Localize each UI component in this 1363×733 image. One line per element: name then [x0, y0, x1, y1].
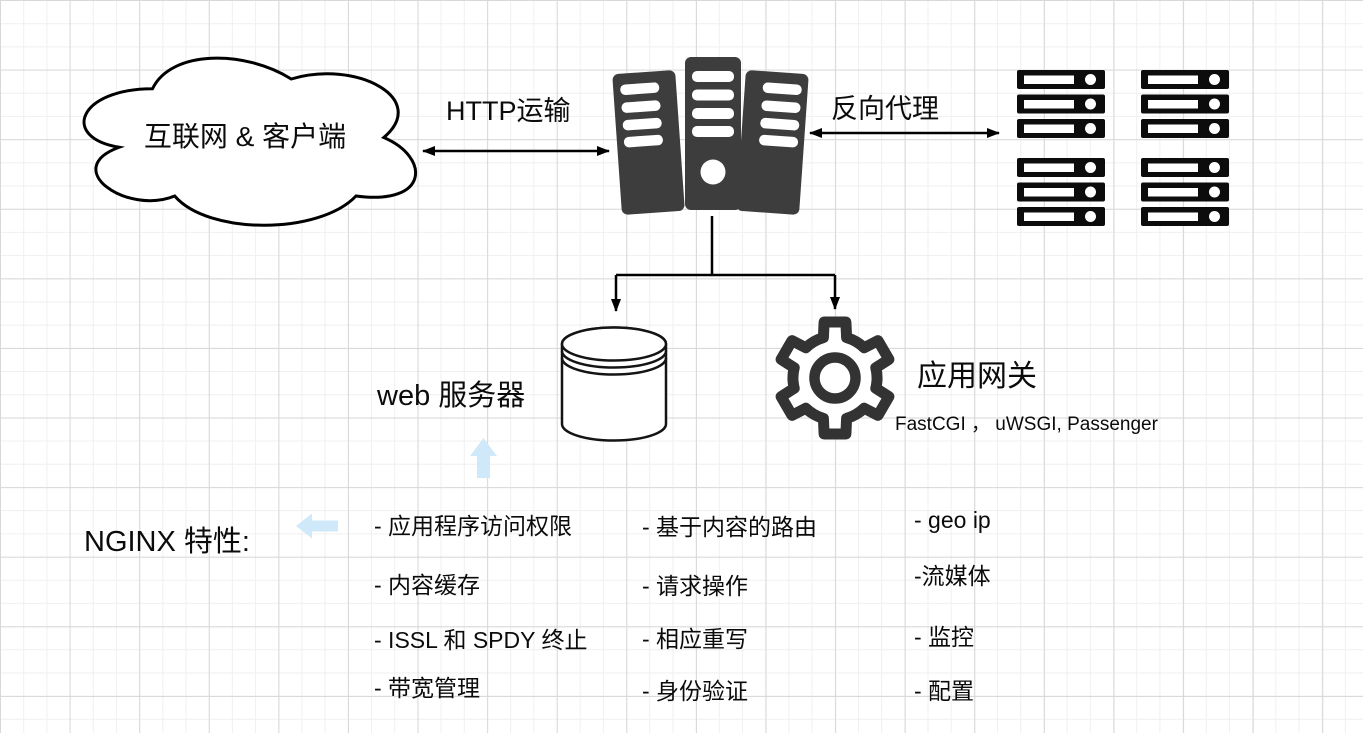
http-transport-label: HTTP运输	[446, 96, 571, 126]
feature-item: - 带宽管理	[374, 675, 481, 701]
cloud-label: 互联网 & 客户端	[143, 121, 347, 153]
feature-item: - 基于内容的路由	[642, 514, 818, 540]
feature-item: - geo ip	[914, 507, 991, 533]
reverse-proxy-label: 反向代理	[831, 94, 939, 124]
server-rack-icon	[1017, 70, 1105, 138]
app-gateway-sublabel: FastCGI ， uWSGI, Passenger	[895, 414, 1158, 435]
database-cylinder-icon	[560, 326, 668, 442]
feature-item: - 身份验证	[642, 678, 749, 704]
feature-item: -流媒体	[914, 563, 991, 589]
server-towers-icon	[612, 57, 809, 215]
server-rack-icon	[1141, 70, 1229, 138]
branch-connector	[616, 216, 835, 277]
cloud-shape	[82, 56, 418, 227]
gear-icon	[775, 316, 895, 440]
feature-item: - 应用程序访问权限	[374, 513, 573, 539]
feature-item: - ISSL 和 SPDY 终止	[374, 627, 588, 653]
features-title: NGINX 特性:	[84, 526, 250, 558]
feature-item: - 相应重写	[642, 626, 749, 652]
feature-item: - 配置	[914, 678, 975, 704]
web-server-label: web 服务器	[377, 380, 526, 412]
feature-item: - 监控	[914, 624, 975, 650]
internet-cloud-node: 互联网 & 客户端	[58, 38, 432, 237]
light-blue-left-arrow-icon	[296, 513, 338, 539]
server-rack-icon	[1017, 158, 1105, 226]
server-rack-icon	[1141, 158, 1229, 226]
feature-item: - 内容缓存	[374, 572, 481, 598]
app-gateway-label: 应用网关	[917, 360, 1037, 393]
feature-item: - 请求操作	[642, 573, 749, 599]
light-blue-up-arrow-icon	[470, 438, 497, 478]
